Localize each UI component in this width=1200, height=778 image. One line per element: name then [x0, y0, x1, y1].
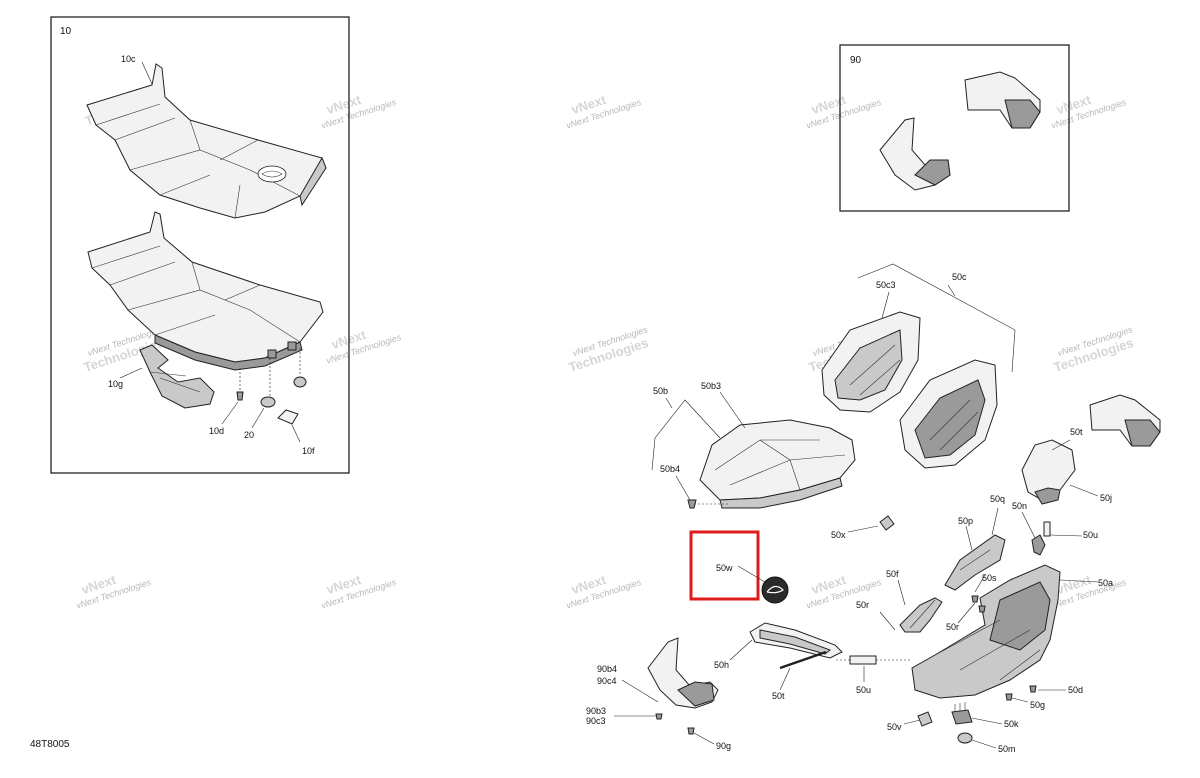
logo-emblem-icon	[257, 165, 287, 183]
callout-50r-a: 50r	[946, 622, 959, 632]
backrest-50c3	[821, 311, 921, 413]
screw-10d	[236, 391, 244, 401]
diagram-id: 48T8005	[30, 739, 70, 750]
inset-box-10-label: 10	[60, 26, 72, 37]
callout-50t-bot: 50t	[772, 691, 785, 701]
clip-50v	[917, 711, 933, 727]
handle-90-left	[879, 117, 951, 191]
callout-90b4: 90b4	[597, 664, 617, 674]
callout-50u-bot: 50u	[856, 685, 871, 695]
callout-50q: 50q	[990, 494, 1005, 504]
clip-50x	[879, 515, 895, 531]
callout-10g: 10g	[108, 379, 123, 389]
handle-90-right	[964, 71, 1041, 129]
bumper-50m	[957, 732, 973, 744]
callout-50b: 50b	[653, 386, 668, 396]
callout-10c: 10c	[121, 54, 136, 64]
callout-90c3: 90c3	[586, 716, 606, 726]
screw-50b4	[687, 499, 697, 509]
callout-50b4: 50b4	[660, 464, 680, 474]
callout-50a: 50a	[1098, 578, 1113, 588]
inset-box-90	[839, 44, 1070, 212]
seat-cover-10c	[86, 63, 327, 219]
callout-20: 20	[244, 430, 254, 440]
callout-90b3: 90b3	[586, 706, 606, 716]
decal-50w	[761, 576, 789, 604]
knob-50n	[1031, 534, 1046, 556]
handle-90-lower	[647, 637, 719, 709]
callout-50f: 50f	[886, 569, 899, 579]
inset-box-10	[50, 16, 350, 474]
handle-assembly-right	[1089, 394, 1161, 447]
seat-assembly-10	[87, 211, 324, 371]
backrest-shell-50c	[899, 359, 998, 469]
connector-50k	[951, 702, 973, 725]
callout-50k: 50k	[1004, 719, 1019, 729]
callout-50c: 50c	[952, 272, 967, 282]
callout-50m: 50m	[998, 744, 1016, 754]
callout-50g: 50g	[1030, 700, 1045, 710]
callout-50r-b: 50r	[856, 600, 869, 610]
pin-50u-top	[1043, 521, 1051, 537]
frame-50a	[911, 564, 1061, 699]
callout-50x: 50x	[831, 530, 846, 540]
callout-50b3: 50b3	[701, 381, 721, 391]
handle-grip-50t	[1021, 439, 1076, 505]
callout-50d: 50d	[1068, 685, 1083, 695]
callout-90g: 90g	[716, 741, 731, 751]
seat-50b3	[699, 419, 856, 509]
callout-50h: 50h	[714, 660, 729, 670]
callout-10f: 10f	[302, 446, 315, 456]
callout-50v: 50v	[887, 722, 902, 732]
callout-50w[interactable]: 50w	[716, 563, 733, 573]
callout-50c3: 50c3	[876, 280, 896, 290]
sleeve-50u-bot	[849, 655, 877, 665]
callout-10d: 10d	[209, 426, 224, 436]
lever-50f	[899, 597, 943, 633]
callout-50p: 50p	[958, 516, 973, 526]
callout-50n: 50n	[1012, 501, 1027, 511]
bracket-10g	[139, 344, 215, 409]
grab-handle-50h	[749, 622, 843, 659]
highlight-box-50w[interactable]	[689, 530, 760, 601]
clip-10f	[277, 409, 299, 425]
grommet-20	[260, 396, 276, 408]
callout-50u-top: 50u	[1083, 530, 1098, 540]
callout-50t-top: 50t	[1070, 427, 1083, 437]
callout-90c4: 90c4	[597, 676, 617, 686]
bracket-50p	[944, 534, 1006, 591]
inset-box-90-label: 90	[850, 55, 862, 66]
callout-50s: 50s	[982, 573, 997, 583]
callout-50j: 50j	[1100, 493, 1112, 503]
